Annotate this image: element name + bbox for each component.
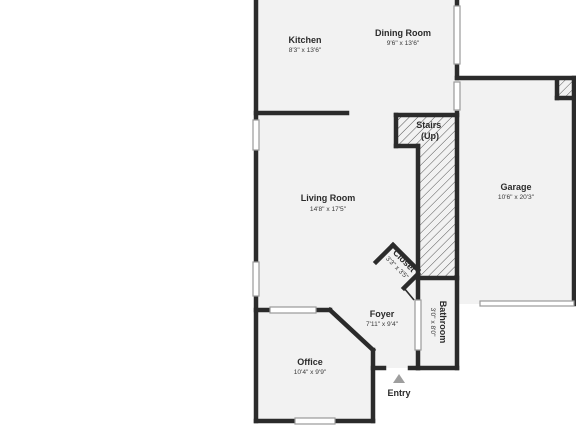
room-name: Bathroom (438, 301, 448, 344)
room-stairs: Stairs (Up) (416, 120, 444, 141)
opening-dining-stairs (453, 81, 461, 111)
entry-label: Entry (387, 388, 410, 398)
room-dimensions: 7'11" x 9'4" (366, 321, 399, 328)
room-dimensions: 9'6" x 13'6" (387, 40, 420, 47)
room-name: Stairs (Up) (416, 120, 444, 141)
window-office-top (269, 306, 317, 314)
room-name: Kitchen (288, 35, 321, 45)
room-name: Foyer (370, 309, 395, 319)
room-dimensions: 14'8" x 17'5" (310, 206, 347, 213)
window-living-left-upper (252, 119, 260, 151)
room-living: Living Room 14'8" x 17'5" (301, 193, 356, 213)
office-floor (256, 310, 373, 421)
stairs-hatch (396, 115, 456, 276)
room-dimensions: 3'0" x 8'0" (429, 308, 436, 337)
bathroom-floor (418, 278, 456, 368)
room-dimensions: 8'3" x 13'6" (289, 47, 322, 54)
garage-floor (457, 78, 575, 304)
window-dining-right (453, 5, 461, 65)
room-name: Dining Room (375, 28, 431, 38)
window-office-bottom (294, 417, 336, 425)
room-office: Office 10'4" x 9'9" (294, 357, 327, 376)
window-bathroom-left (414, 299, 422, 351)
room-name-line: Stairs (416, 120, 441, 130)
windows (252, 5, 575, 425)
room-name: Office (297, 357, 323, 367)
room-dining: Dining Room 9'6" x 13'6" (375, 28, 431, 47)
room-name: Living Room (301, 193, 356, 203)
upper-floor (256, 0, 457, 113)
room-kitchen: Kitchen 8'3" x 13'6" (288, 35, 321, 54)
garage-corner-hatch (557, 80, 574, 98)
closet-walls (372, 241, 422, 301)
room-bathroom: Bathroom 3'0" x 8'0" (429, 301, 448, 344)
entry: Entry (387, 374, 411, 398)
room-name-line: (Up) (421, 131, 439, 141)
living-floor (256, 113, 418, 310)
room-dimensions: 10'6" x 20'3" (498, 194, 535, 201)
entry-arrow-icon (393, 374, 405, 383)
room-garage: Garage 10'6" x 20'3" (498, 182, 535, 201)
garage-door (479, 300, 575, 307)
room-foyer: Foyer 7'11" x 9'4" (366, 309, 399, 328)
room-name: Garage (500, 182, 531, 192)
room-dimensions: 10'4" x 9'9" (294, 369, 327, 376)
window-living-left-lower (252, 261, 260, 297)
